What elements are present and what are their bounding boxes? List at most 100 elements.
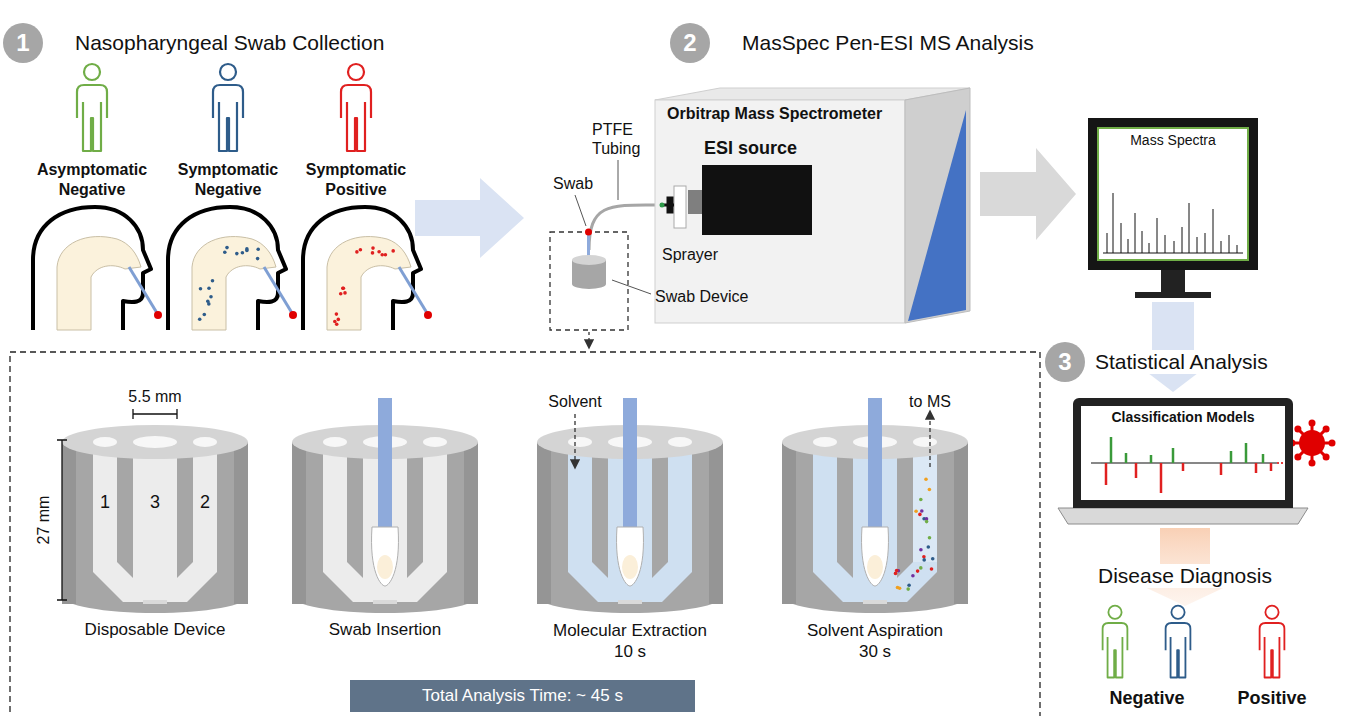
monitor-screen: Mass Spectra	[1088, 118, 1258, 270]
channel-1	[813, 442, 837, 570]
swab-stick	[623, 398, 637, 530]
node-text: 1	[16, 29, 29, 57]
virus-knob	[1323, 425, 1330, 432]
molecule-dot	[895, 569, 899, 573]
spectrum-peak	[1182, 227, 1183, 253]
molecule-dot	[919, 548, 923, 552]
text-label: Solvent Aspiration 30 s	[799, 620, 951, 663]
outlet	[618, 600, 642, 604]
particle-dot	[343, 291, 347, 295]
port-hole	[193, 437, 217, 447]
weight-bar	[1230, 451, 1233, 463]
particle-dot	[339, 292, 343, 296]
weight-bar	[1160, 463, 1163, 493]
spectrum-peak	[1189, 203, 1190, 253]
person-icon	[77, 64, 107, 151]
molecule-dot	[930, 567, 934, 571]
flow-line	[929, 412, 930, 467]
person-icon	[1103, 606, 1128, 678]
text-label: Swab Device	[655, 288, 748, 306]
swab-stick	[399, 267, 427, 313]
weight-bar	[1125, 453, 1128, 463]
device-shade	[234, 442, 248, 604]
weight-bar	[1255, 463, 1258, 473]
weight-bar	[1172, 448, 1175, 463]
molecule-dot	[928, 536, 932, 540]
head-profile	[168, 207, 297, 330]
molecule-dot	[922, 555, 926, 559]
particle-dot	[377, 250, 381, 254]
person-icon	[341, 64, 371, 151]
text-label: 2	[200, 492, 210, 513]
pointer-line	[588, 332, 589, 347]
text-label: MasSpec Pen-ESI MS Analysis	[742, 31, 1034, 55]
device-shade	[62, 442, 76, 604]
mass-spectrometer: Orbitrap Mass SpectrometerESI source	[655, 88, 970, 323]
weight-bar	[1182, 463, 1185, 471]
spectrum-peak	[1135, 213, 1136, 253]
virus-knob	[1294, 454, 1301, 461]
virus-knob	[1323, 454, 1330, 461]
node-text: 3	[1058, 348, 1071, 376]
spectrum-peak	[1174, 241, 1175, 253]
person-icon	[213, 64, 243, 151]
spectrum-peak	[1213, 209, 1214, 253]
spectrum-peak	[1205, 233, 1206, 253]
molecule-dot	[931, 557, 935, 561]
nasal-cavity	[192, 237, 276, 330]
head-outline	[33, 207, 151, 330]
head-outline	[168, 207, 286, 330]
port-hole	[93, 437, 117, 447]
laptop-base	[1058, 508, 1308, 524]
dotted-link	[1294, 442, 1296, 444]
particle-dot	[391, 249, 395, 253]
molecule-dot	[928, 488, 932, 492]
person-icon	[1166, 606, 1191, 678]
particle-dot	[199, 287, 203, 291]
monitor-base	[1135, 292, 1211, 298]
box-accent	[908, 110, 966, 321]
box-front	[655, 100, 905, 323]
step-circle: 1	[3, 23, 43, 63]
spectrum-peak	[1149, 243, 1150, 253]
flow-arrow	[980, 148, 1076, 240]
text-label: Asymptomatic Negative	[30, 160, 155, 200]
node-text: Total Analysis Time: ~ 45 s	[422, 686, 623, 706]
particle-dot	[241, 251, 245, 255]
head-outline	[303, 207, 421, 330]
node-text: Classification Models	[1081, 409, 1285, 425]
dimension-line	[57, 440, 67, 600]
device-top	[62, 425, 248, 459]
port-hole	[423, 437, 447, 447]
node-text: Mass Spectra	[1097, 132, 1249, 148]
outlet	[143, 600, 167, 604]
spectrum-peak	[1229, 235, 1230, 253]
dimension-line	[133, 409, 177, 419]
particle-dot	[203, 313, 207, 317]
text-label: Swab Insertion	[329, 620, 441, 640]
virus-core	[1299, 430, 1325, 456]
particle-dot	[235, 252, 239, 256]
text-label: Disease Diagnosis	[1094, 564, 1276, 588]
spectrum-plot	[1097, 157, 1249, 257]
esi-source: ESI source	[702, 165, 812, 235]
port-hole	[813, 437, 837, 447]
leader-line	[575, 195, 586, 226]
swab-device	[57, 409, 248, 613]
swab-device	[782, 398, 968, 613]
particle-dot	[206, 300, 210, 304]
particle-dot	[225, 246, 229, 250]
channel-1	[323, 442, 347, 570]
particle-dot	[355, 250, 359, 254]
leader-line	[612, 280, 651, 294]
device-shade	[954, 442, 968, 604]
sample	[377, 555, 393, 579]
particle-dot	[380, 253, 384, 257]
sprayer-mount	[674, 186, 686, 228]
swab-tip	[372, 527, 399, 586]
swab-tip	[862, 527, 889, 586]
particle-dot	[209, 295, 213, 299]
spectrum-peak	[1142, 231, 1143, 253]
text-label: 5.5 mm	[128, 388, 181, 406]
